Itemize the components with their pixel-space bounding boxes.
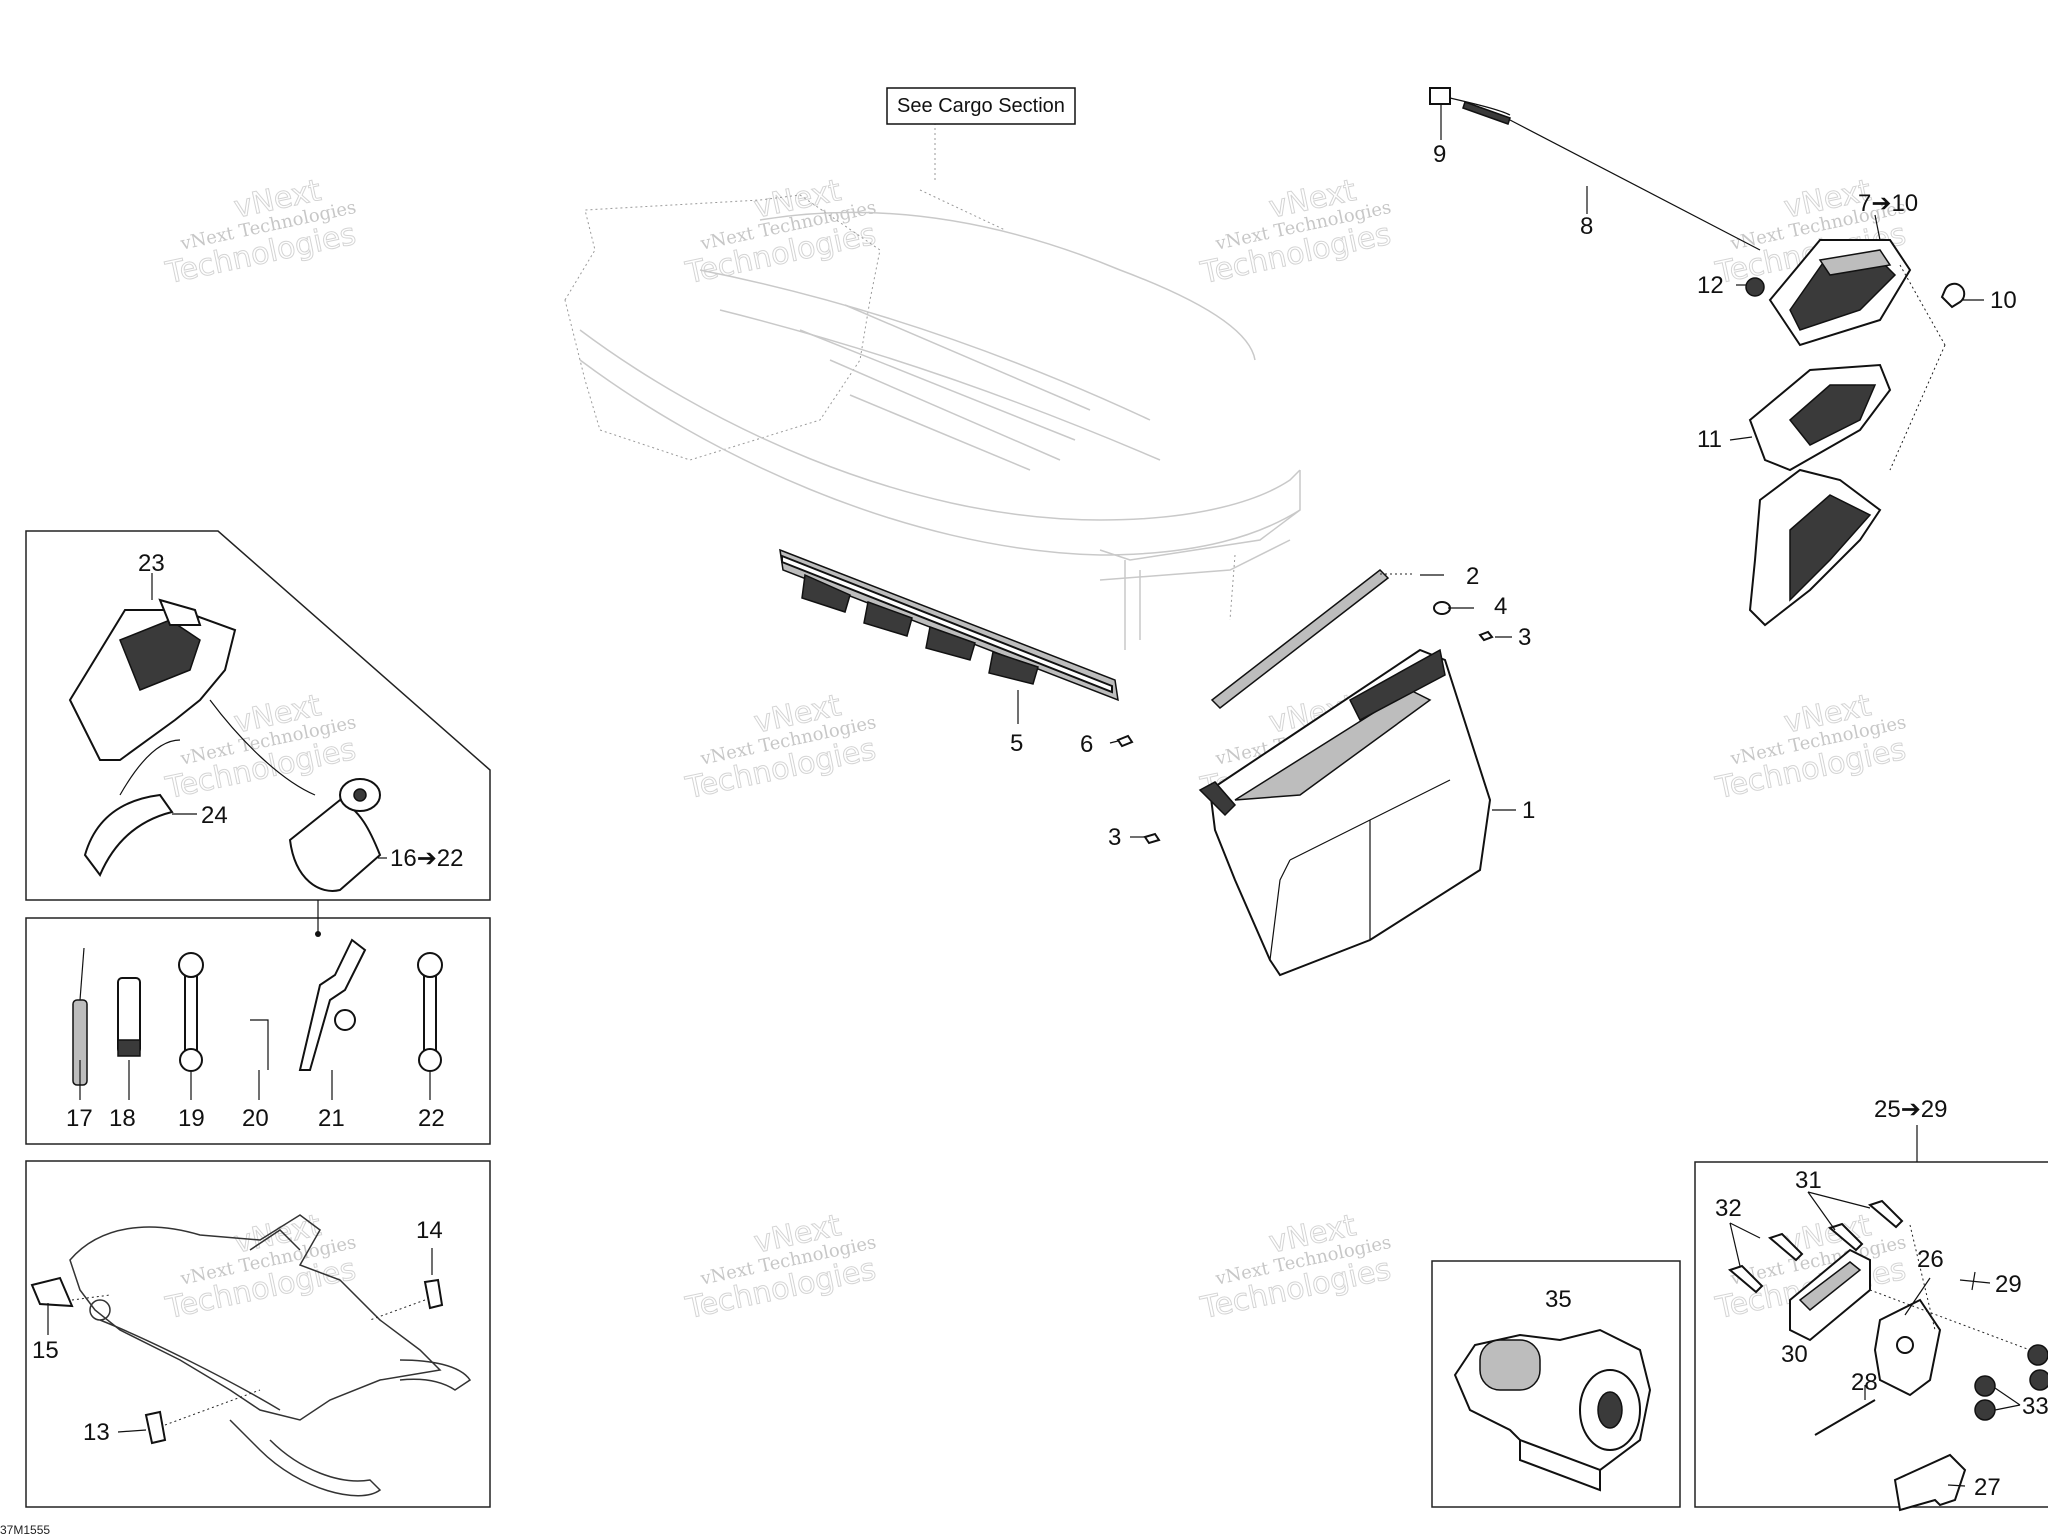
callout-29: 29 — [1995, 1271, 2022, 1298]
part-10-bulb — [1940, 282, 1966, 309]
watermark: vNext vNext Technologies Technologies — [1197, 173, 1395, 292]
callout-5: 5 — [1010, 730, 1023, 757]
part-8-wire-harness — [1429, 87, 1761, 251]
callout-3: 3 — [1108, 824, 1121, 851]
part-16-tool-roll — [288, 778, 382, 892]
watermark: vNext vNext Technologies Technologies — [682, 1208, 880, 1327]
part-14-decal — [423, 1278, 444, 1310]
part-15-decal — [30, 1276, 74, 1308]
callout-35: 35 — [1545, 1286, 1572, 1313]
callout-16-22: 16➔22 — [390, 845, 464, 872]
callout-14: 14 — [416, 1217, 443, 1244]
callout-31: 31 — [1795, 1167, 1822, 1194]
watermarks: vNext vNext Technologies Technologies vN… — [162, 173, 1910, 1327]
part-20-hex-key — [250, 1019, 269, 1070]
part-18-spark-plug-socket — [117, 977, 141, 1057]
part-26-bracket — [1873, 1298, 1942, 1397]
part-11-housing — [1748, 264, 1946, 627]
part-35-winch — [1453, 1328, 1652, 1492]
callout-21: 21 — [318, 1105, 345, 1132]
watermark: vNext vNext Technologies Technologies — [1197, 1208, 1395, 1327]
callout-13: 13 — [83, 1419, 110, 1446]
part-6-pin — [1116, 734, 1134, 748]
callout-8: 8 — [1580, 213, 1593, 240]
callout-22: 22 — [418, 1105, 445, 1132]
watermark: vNext vNext Technologies Technologies — [682, 173, 880, 292]
callout-27: 27 — [1974, 1474, 2001, 1501]
part-21-spanner — [298, 938, 367, 1071]
part-27-hitch — [1893, 1453, 1967, 1512]
part-28-pin — [1814, 1399, 1876, 1436]
callout-30: 30 — [1781, 1341, 1808, 1368]
part-2-mounting-strip — [1210, 569, 1415, 709]
part-19-wrench — [178, 952, 204, 1072]
cargo-rack-ghost — [564, 120, 1301, 650]
part-31-bolt — [1827, 1199, 1904, 1252]
callout-33: 33 — [2022, 1393, 2048, 1420]
tool-bag-panel — [25, 530, 491, 901]
document-id: 37M1555 — [0, 1523, 50, 1536]
watermark: vNext vNext Technologies Technologies — [1712, 688, 1910, 807]
see-cargo-section-label: See Cargo Section — [897, 95, 1065, 117]
winch-panel — [1431, 1260, 1681, 1508]
part-5-decal-strip — [779, 548, 1119, 702]
callout-20: 20 — [242, 1105, 269, 1132]
part-7-tail-light — [1768, 239, 1912, 347]
part-32-bolt — [1727, 1232, 1804, 1294]
watermark: vNext vNext Technologies Technologies — [682, 688, 880, 807]
tools-panel — [25, 900, 491, 1145]
callout-32: 32 — [1715, 1195, 1742, 1222]
part-1-storage-bag — [1198, 648, 1492, 977]
callout-11: 11 — [1697, 426, 1722, 453]
part-17-screwdriver — [72, 947, 88, 1086]
callout-7-10: 7➔10 — [1858, 190, 1918, 217]
callout-23: 23 — [138, 550, 165, 577]
part-3-screw — [1143, 832, 1161, 845]
callout-18: 18 — [109, 1105, 136, 1132]
callout-12: 12 — [1697, 272, 1724, 299]
snowmobile-panel — [25, 1160, 491, 1508]
callout-4: 4 — [1494, 593, 1507, 620]
callouts: 1 2 4 3 3 5 6 7➔10 8 9 10 11 12 13 14 15… — [32, 141, 2048, 1501]
callout-3: 3 — [1518, 624, 1531, 651]
callout-10: 10 — [1990, 287, 2017, 314]
callout-2: 2 — [1466, 563, 1479, 590]
callout-6: 6 — [1080, 731, 1093, 758]
hitch-panel — [1694, 1125, 2048, 1512]
watermark: vNext vNext Technologies Technologies — [162, 1208, 360, 1327]
callout-15: 15 — [32, 1337, 59, 1364]
part-12-grommet — [1745, 277, 1765, 297]
callout-24: 24 — [201, 802, 228, 829]
callout-25-29: 25➔29 — [1874, 1096, 1948, 1123]
part-22-wrench — [417, 952, 443, 1072]
part-3-screw — [1478, 630, 1494, 642]
callout-1: 1 — [1522, 797, 1535, 824]
watermark: vNext vNext Technologies Technologies — [162, 173, 360, 292]
callout-26: 26 — [1917, 1246, 1944, 1273]
part-13-decal — [144, 1410, 167, 1445]
callout-17: 17 — [66, 1105, 93, 1132]
callout-9: 9 — [1433, 141, 1446, 168]
see-cargo-section-box: See Cargo Section — [886, 87, 1076, 125]
part-24-strap — [83, 793, 174, 877]
callout-19: 19 — [178, 1105, 205, 1132]
leader-lines — [47, 104, 2021, 1487]
part-23-tool-pouch — [68, 598, 237, 761]
part-4-washer — [1433, 601, 1451, 615]
callout-28: 28 — [1851, 1369, 1878, 1396]
snowmobile-outline — [69, 1214, 472, 1497]
